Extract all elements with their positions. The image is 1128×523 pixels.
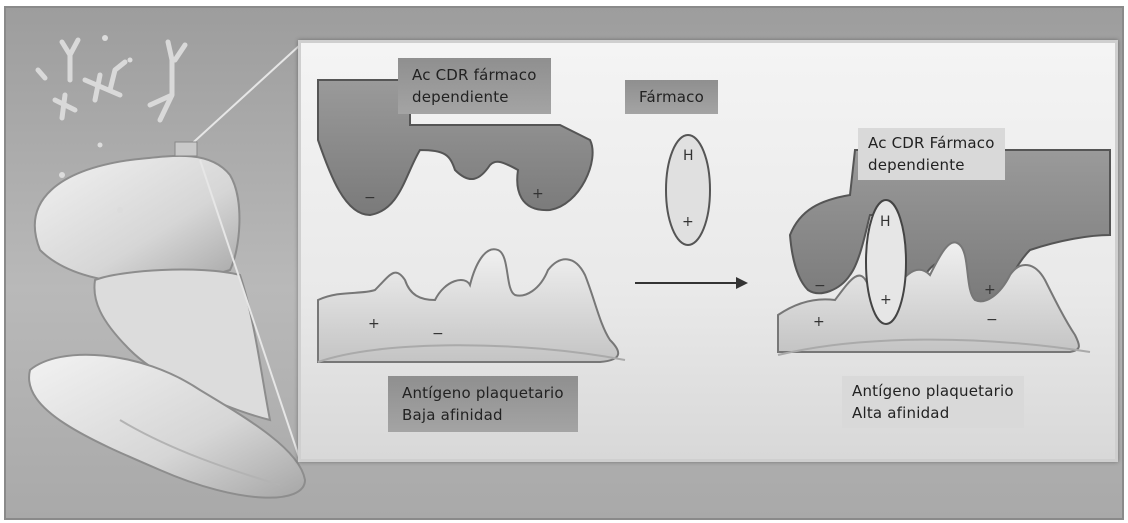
drug-hapten-symbol: H	[683, 148, 694, 164]
bound-plus-symbol: +	[880, 292, 892, 308]
charge-plus-antigen-right: +	[813, 314, 825, 330]
charge-minus-antigen-right: −	[986, 312, 998, 328]
label-antibody-right: Ac CDR Fármaco dependiente	[858, 128, 1005, 180]
bound-hapten-symbol: H	[880, 214, 891, 230]
label-antigen-right-line2: Alta afinidad	[852, 402, 1014, 424]
label-antibody-right-line1: Ac CDR Fármaco	[868, 132, 995, 154]
label-antigen-right: Antígeno plaquetario Alta afinidad	[842, 376, 1024, 428]
drug-plus-symbol: +	[682, 214, 694, 230]
label-antigen-left-line2: Baja afinidad	[402, 404, 564, 426]
label-antibody-left-line2: dependiente	[412, 86, 537, 108]
charge-minus-antibody-left: −	[364, 190, 376, 206]
charge-minus-antibody-right: −	[814, 278, 826, 294]
label-antibody-left-line1: Ac CDR fármaco	[412, 64, 537, 86]
label-drug: Fármaco	[625, 80, 718, 114]
label-antibody-right-line2: dependiente	[868, 154, 995, 176]
label-drug-text: Fármaco	[639, 86, 704, 108]
charge-plus-antigen-left-1: +	[368, 316, 380, 332]
label-antigen-left-line1: Antígeno plaquetario	[402, 382, 564, 404]
charge-minus-antigen-left: −	[432, 326, 444, 342]
label-antigen-right-line1: Antígeno plaquetario	[852, 380, 1014, 402]
label-antibody-left: Ac CDR fármaco dependiente	[398, 58, 551, 114]
charge-plus-antibody-left: +	[532, 186, 544, 202]
charge-plus-antibody-right: +	[984, 282, 996, 298]
label-antigen-left: Antígeno plaquetario Baja afinidad	[388, 376, 578, 432]
